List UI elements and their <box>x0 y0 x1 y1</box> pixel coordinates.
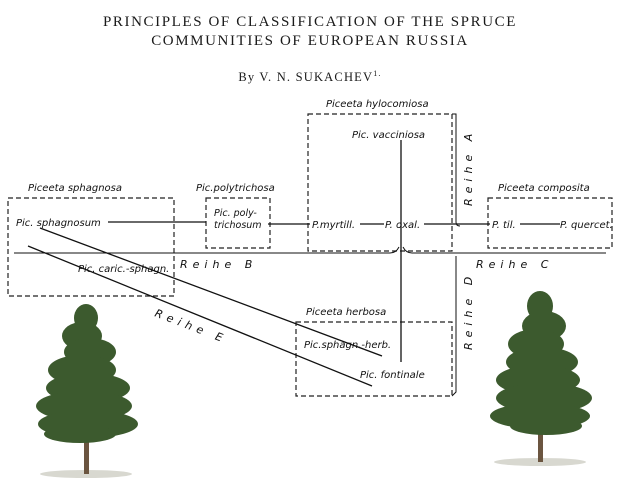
title-line-2: COMMUNITIES OF EUROPEAN RUSSIA <box>151 33 469 49</box>
group-label-polytrichosa: Pic.polytrichosa <box>196 183 275 194</box>
author-line: By V. N. SUKACHEV1. <box>0 64 620 87</box>
reihe-c-bracket <box>402 246 606 254</box>
node-sphagn-herb: Pic.sphagn.-herb. <box>304 340 391 351</box>
node-oxal: P. oxal. <box>385 220 420 231</box>
group-label-herbosa: Piceeta herbosa <box>306 307 386 318</box>
node-polytrichosum-line2: trichosum <box>214 220 262 231</box>
node-polytrichosum-line1: Pic. poly- <box>214 208 257 219</box>
series-label-reihe-d: Reihe D <box>462 272 475 350</box>
node-til: P. til. <box>492 220 516 231</box>
node-myrtill: P.myrtill. <box>312 220 355 231</box>
author-name: By V. N. SUKACHEV <box>238 70 374 85</box>
box-hylocomiosa <box>307 113 453 252</box>
box-composita <box>487 197 613 249</box>
group-label-composita: Piceeta composita <box>498 183 590 194</box>
author-footnote-mark: 1. <box>373 69 382 78</box>
diagonal-sphagnosum-sphagn-herb <box>39 227 383 357</box>
series-label-reihe-a: Reihe A <box>462 129 475 206</box>
spruce-tree-icon <box>36 304 138 478</box>
group-label-sphagnosa: Piceeta sphagnosa <box>28 183 122 194</box>
node-vacciniosa: Pic. vacciniosa <box>352 130 425 141</box>
spruce-tree-icon <box>490 291 592 466</box>
reihe-a-bracket <box>452 113 461 227</box>
reihe-d-bracket <box>451 256 457 397</box>
series-label-reihe-b: Reihe B <box>180 258 257 271</box>
diagonal-caric-fontinale <box>27 245 373 387</box>
reihe-b-bracket <box>174 246 400 254</box>
box-polytrichosa <box>205 197 271 249</box>
box-herbosa <box>295 321 453 397</box>
group-label-hylocomiosa: Piceeta hylocomiosa <box>326 99 429 110</box>
title-line-1: PRINCIPLES OF CLASSIFICATION OF THE SPRU… <box>102 14 518 30</box>
node-sphagnosum: Pic. sphagnosum <box>16 218 101 229</box>
box-sphagnosa <box>7 197 175 297</box>
node-fontinale: Pic. fontinale <box>360 370 425 381</box>
series-label-reihe-c: Reihe C <box>476 258 553 271</box>
node-caric-sphagn: Pic. caric.-sphagn. <box>78 264 169 275</box>
node-quercet: P. quercet. <box>560 220 613 231</box>
